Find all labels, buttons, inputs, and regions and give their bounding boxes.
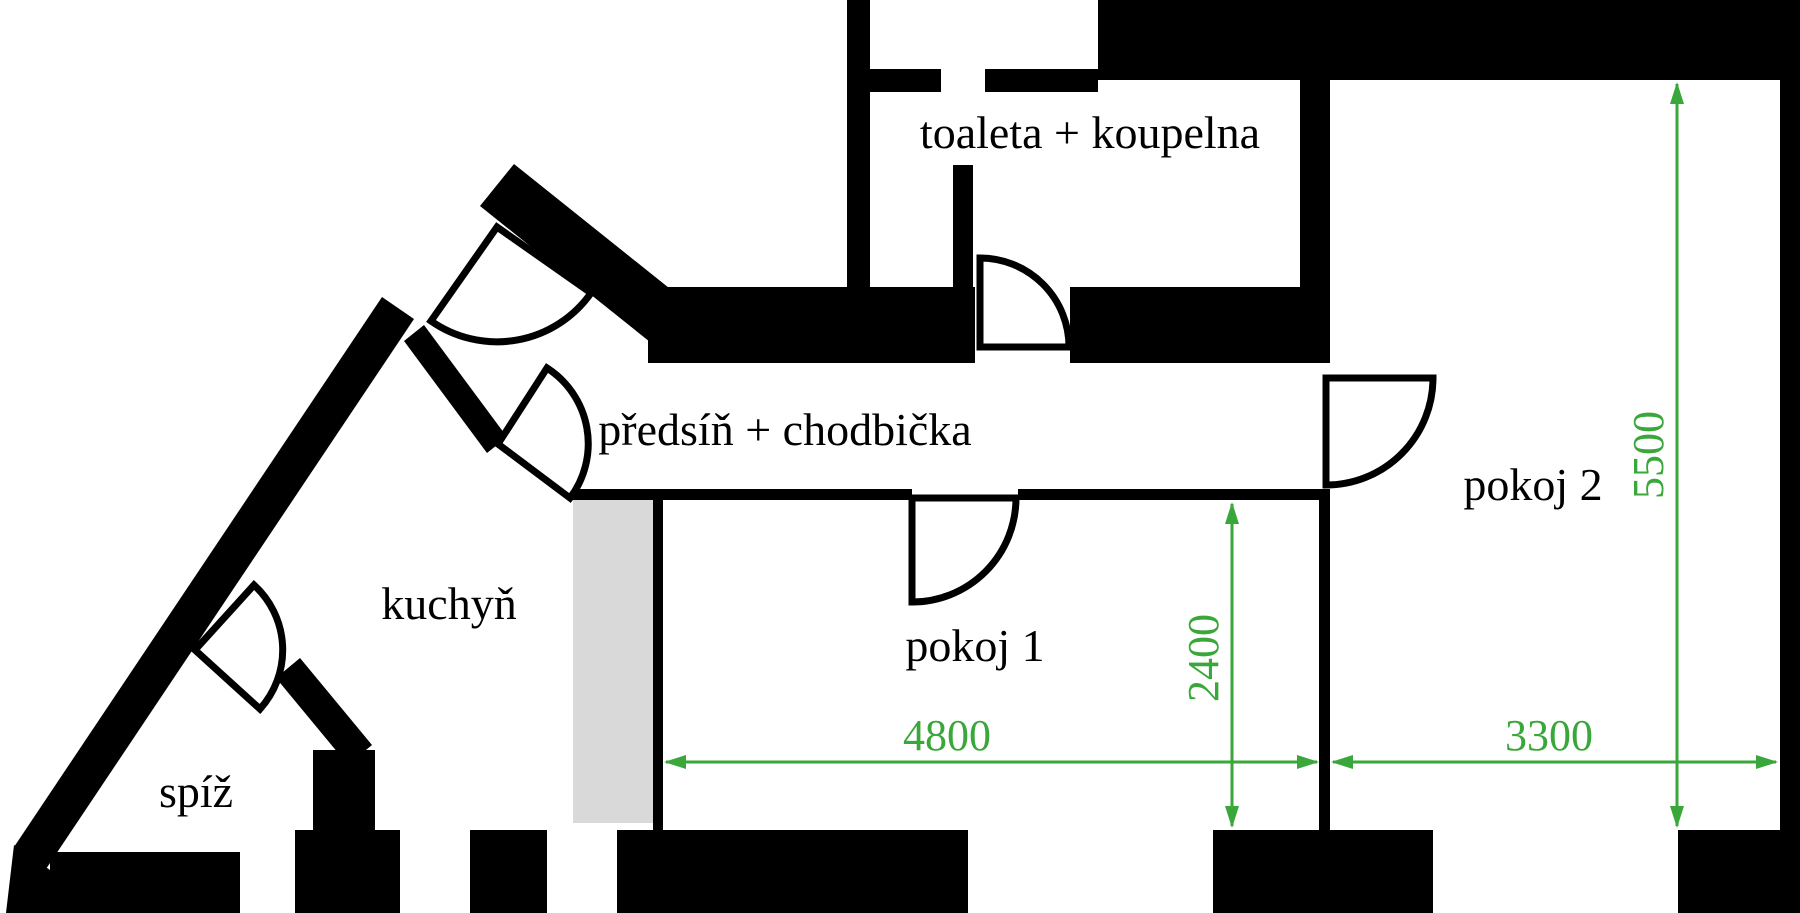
wall-bottom-left-corner — [6, 845, 50, 913]
dim-label-5500: 5500 — [1624, 411, 1673, 499]
room-label-pokoj-1: pokoj 1 — [905, 620, 1044, 671]
door-arc-entry — [426, 222, 596, 346]
wall-toaleta-top-right — [985, 69, 1098, 92]
dim-arrow-5500-top — [1670, 82, 1684, 104]
wall-bottom-pokoj1-right — [1213, 830, 1433, 913]
room-label-predsin-chodbicka: předsíň + chodbička — [598, 404, 971, 455]
wall-bottom-spiz — [50, 852, 240, 913]
wall-spiz-divider-stub — [276, 658, 372, 765]
wall-corridor-top-right — [1070, 287, 1330, 363]
wall-right-exterior — [1780, 80, 1800, 913]
room-label-toaleta-koupelna: toaleta + koupelna — [920, 107, 1260, 158]
wall-corridor-top-left — [648, 287, 975, 363]
dimension-2400: 2400 — [1179, 502, 1239, 828]
door-arc-kuchyn — [493, 363, 592, 503]
wall-pokoj1-top-right — [1018, 489, 1330, 500]
dim-arrow-4800-left — [664, 755, 686, 769]
wall-pokoj1-top-left — [570, 489, 912, 500]
dim-arrow-3300-left — [1331, 755, 1353, 769]
dim-label-3300: 3300 — [1505, 711, 1593, 760]
dim-arrow-3300-right — [1756, 755, 1778, 769]
dimension-4800: 4800 — [664, 711, 1319, 769]
dimension-3300: 3300 — [1331, 711, 1778, 769]
walls — [6, 0, 1800, 913]
wall-top-band — [1098, 0, 1800, 80]
room-label-spiz: spíž — [159, 766, 233, 817]
door-arc-spiz — [190, 580, 287, 714]
wall-diagonal-short — [480, 164, 689, 346]
wall-spiz-divider-vertical — [313, 750, 375, 830]
dim-label-4800: 4800 — [903, 711, 991, 760]
wall-pokoj1-left — [653, 500, 663, 830]
room-label-kuchyn: kuchyň — [381, 578, 516, 629]
wall-bottom-pokoj2 — [1678, 830, 1800, 913]
wall-toilet-divider — [953, 165, 973, 287]
wall-toaleta-top-left — [870, 69, 941, 92]
wall-kitchen-door-stub — [404, 325, 507, 453]
room-label-pokoj-2: pokoj 2 — [1463, 459, 1602, 510]
door-arc-pokoj1 — [908, 494, 1020, 606]
dim-arrow-4800-right — [1297, 755, 1319, 769]
partition-kuchyn-pokoj1 — [573, 500, 653, 823]
doors — [190, 222, 1437, 714]
wall-bottom-kuchyn — [470, 830, 547, 913]
door-arc-toaleta — [976, 254, 1073, 351]
wall-pokoj2-left-upper — [1300, 80, 1330, 287]
dimension-5500: 5500 — [1624, 82, 1684, 828]
dim-arrow-5500-bottom — [1670, 806, 1684, 828]
wall-bottom-pokoj1-left — [617, 830, 968, 913]
wall-toaleta-left — [847, 0, 870, 287]
door-arc-pokoj2 — [1322, 374, 1437, 489]
dim-arrow-2400-top — [1225, 502, 1239, 524]
wall-bottom-divider-block — [295, 830, 400, 913]
room-labels: toaleta + koupelna předsíň + chodbička p… — [159, 107, 1603, 817]
dim-arrow-2400-bottom — [1225, 806, 1239, 828]
wall-pokoj1-pokoj2-divider — [1319, 500, 1330, 830]
dim-label-2400: 2400 — [1179, 614, 1228, 702]
wall-diagonal-long — [14, 297, 414, 869]
